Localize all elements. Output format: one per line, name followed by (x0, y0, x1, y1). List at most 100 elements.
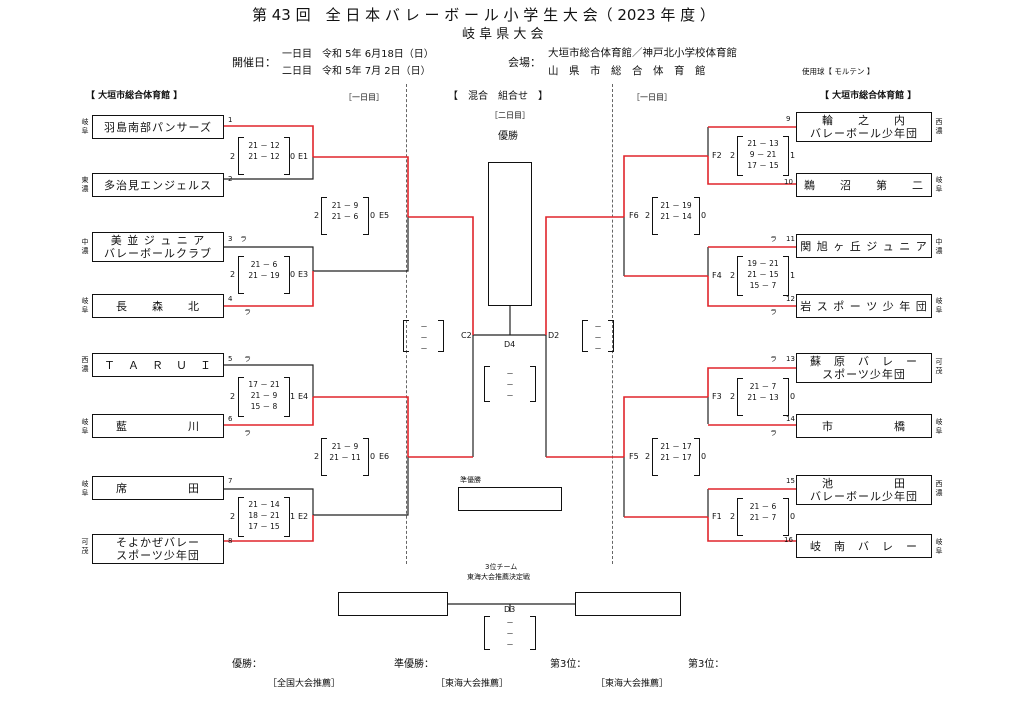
team-9-pref: 西 濃 (935, 118, 943, 135)
e2-bracket-l (238, 497, 244, 537)
team-15-num: 15 (786, 477, 795, 485)
e4-scores: 17 － 21 21 － 9 15 － 8 (248, 380, 280, 411)
third-title-2: 東海大会推薦決定戦 (467, 573, 530, 581)
f4-bracket-l (737, 256, 743, 296)
footer-runner-up: 準優勝： (394, 659, 434, 670)
e6-bracket-r (363, 438, 369, 476)
team-13-pref: 可 茂 (935, 358, 943, 375)
venue-1: 大垣市総合体育館／神戸北小学校体育館 (548, 47, 737, 59)
e2-sets-right: 1 (290, 512, 296, 521)
e1-label: E1 (298, 152, 309, 161)
f6-bracket-l (652, 197, 658, 235)
date-label: 開催日： (232, 56, 276, 69)
team-10-pref: 岐 阜 (935, 176, 943, 193)
team-9-num: 9 (786, 115, 791, 123)
f2-bracket-l (737, 136, 743, 176)
e4-bracket-l (238, 377, 244, 417)
winner-label: 優勝 (498, 131, 518, 142)
f3-sets-right: 0 (790, 392, 796, 401)
page-title: 第 43 回 全 日 本 バ レ ー ボ ー ル 小 学 生 大 会（ 2023… (252, 6, 715, 24)
footer-rec-1: ［全国大会推薦］ (268, 679, 341, 689)
team-12-num: 12 (786, 295, 795, 303)
d3-bracket-r (530, 616, 536, 650)
team-11-mark: ラ (770, 235, 777, 243)
e3-sets-left: 2 (230, 270, 236, 279)
team-1: 羽島南部パンサーズ (92, 115, 224, 139)
team-10: 鵜 沼 第 二 (796, 173, 932, 197)
f1-sets-left: 2 (730, 512, 736, 521)
team-2-num: 2 (228, 175, 233, 183)
team-8-num: 8 (228, 537, 233, 545)
team-13-mark: ラ (770, 355, 777, 363)
footer-rec-3: ［東海大会推薦］ (596, 679, 669, 689)
f6-label: F6 (629, 211, 639, 220)
team-1-num: 1 (228, 116, 233, 124)
e4-sets-left: 2 (230, 392, 236, 401)
center-block-title: 【 混合 組合せ 】 (448, 91, 548, 102)
f5-sets-left: 2 (645, 452, 651, 461)
winner-box (488, 162, 532, 306)
team-13: 蘇 原 バ レ ー スポーツ少年団 (796, 353, 932, 383)
f6-scores: 21 － 19 21 － 14 (660, 201, 692, 221)
e4-label: E4 (298, 392, 309, 401)
team-12-pref: 岐 阜 (935, 297, 943, 314)
f4-bracket-r (783, 256, 789, 296)
d4-bracket-r (530, 366, 536, 402)
third-team-right (575, 592, 681, 616)
d2-scores: － － － (594, 322, 602, 353)
f2-bracket-r (783, 136, 789, 176)
runner-up-box (458, 487, 562, 511)
team-11-pref: 中 濃 (935, 238, 943, 255)
e5-sets-right: 0 (370, 211, 376, 220)
team-6-pref: 岐 阜 (81, 418, 89, 435)
team-11-num: 11 (786, 235, 795, 243)
e6-sets-right: 0 (370, 452, 376, 461)
f5-bracket-r (694, 438, 700, 476)
team-7-num: 7 (228, 477, 233, 485)
c2-scores: － － － (420, 322, 428, 353)
team-8-pref: 可 茂 (81, 538, 89, 555)
runner-up-label: 準優勝 (460, 476, 481, 484)
team-7: 席 田 (92, 476, 224, 500)
f2-sets-left: 2 (730, 151, 736, 160)
f3-bracket-l (737, 378, 743, 416)
d4-label: D4 (504, 340, 516, 349)
day1-date: 一日目 令和 5年 6月18日（日） (282, 49, 434, 60)
footer-third-2: 第3位： (688, 659, 725, 670)
team-5-num: 5 (228, 355, 233, 363)
left-venue-label: 【 大垣市総合体育館 】 (86, 91, 183, 101)
footer-rec-2: ［東海大会推薦］ (436, 679, 509, 689)
e1-sets-right: 0 (290, 152, 296, 161)
d2-bracket-r (608, 320, 614, 352)
e3-bracket-l (238, 256, 244, 294)
e5-bracket-r (363, 197, 369, 235)
team-10-num: 10 (784, 178, 793, 186)
f5-label: F5 (629, 452, 639, 461)
c2-bracket-l (403, 320, 409, 352)
team-12-mark: ラ (770, 308, 777, 316)
team-7-pref: 岐 阜 (81, 480, 89, 497)
e1-sets-left: 2 (230, 152, 236, 161)
e5-sets-left: 2 (314, 211, 320, 220)
third-title-1: 3位チーム (485, 563, 518, 571)
page-subtitle: 岐 阜 県 大 会 (462, 27, 544, 42)
f5-scores: 21 － 17 21 － 17 (660, 442, 692, 462)
d3-scores: － － － (506, 618, 514, 649)
e2-label: E2 (298, 512, 309, 521)
d2-bracket-l (582, 320, 588, 352)
f1-scores: 21 － 6 21 － 7 (749, 502, 777, 522)
e5-scores: 21 － 9 21 － 6 (331, 201, 359, 221)
team-5: Ｔ Ａ Ｒ Ｕ Ｉ (92, 353, 224, 377)
team-14: 市 橋 (796, 414, 932, 438)
team-5-pref: 西 濃 (81, 356, 89, 373)
team-3-mark: ラ (240, 235, 247, 243)
e1-bracket-l (238, 137, 244, 175)
f6-sets-right: 0 (701, 211, 707, 220)
team-3-num: 3 (228, 235, 233, 243)
team-5-mark: ラ (244, 355, 251, 363)
f1-label: F1 (712, 512, 722, 521)
team-13-num: 13 (786, 355, 795, 363)
e6-bracket-l (321, 438, 327, 476)
